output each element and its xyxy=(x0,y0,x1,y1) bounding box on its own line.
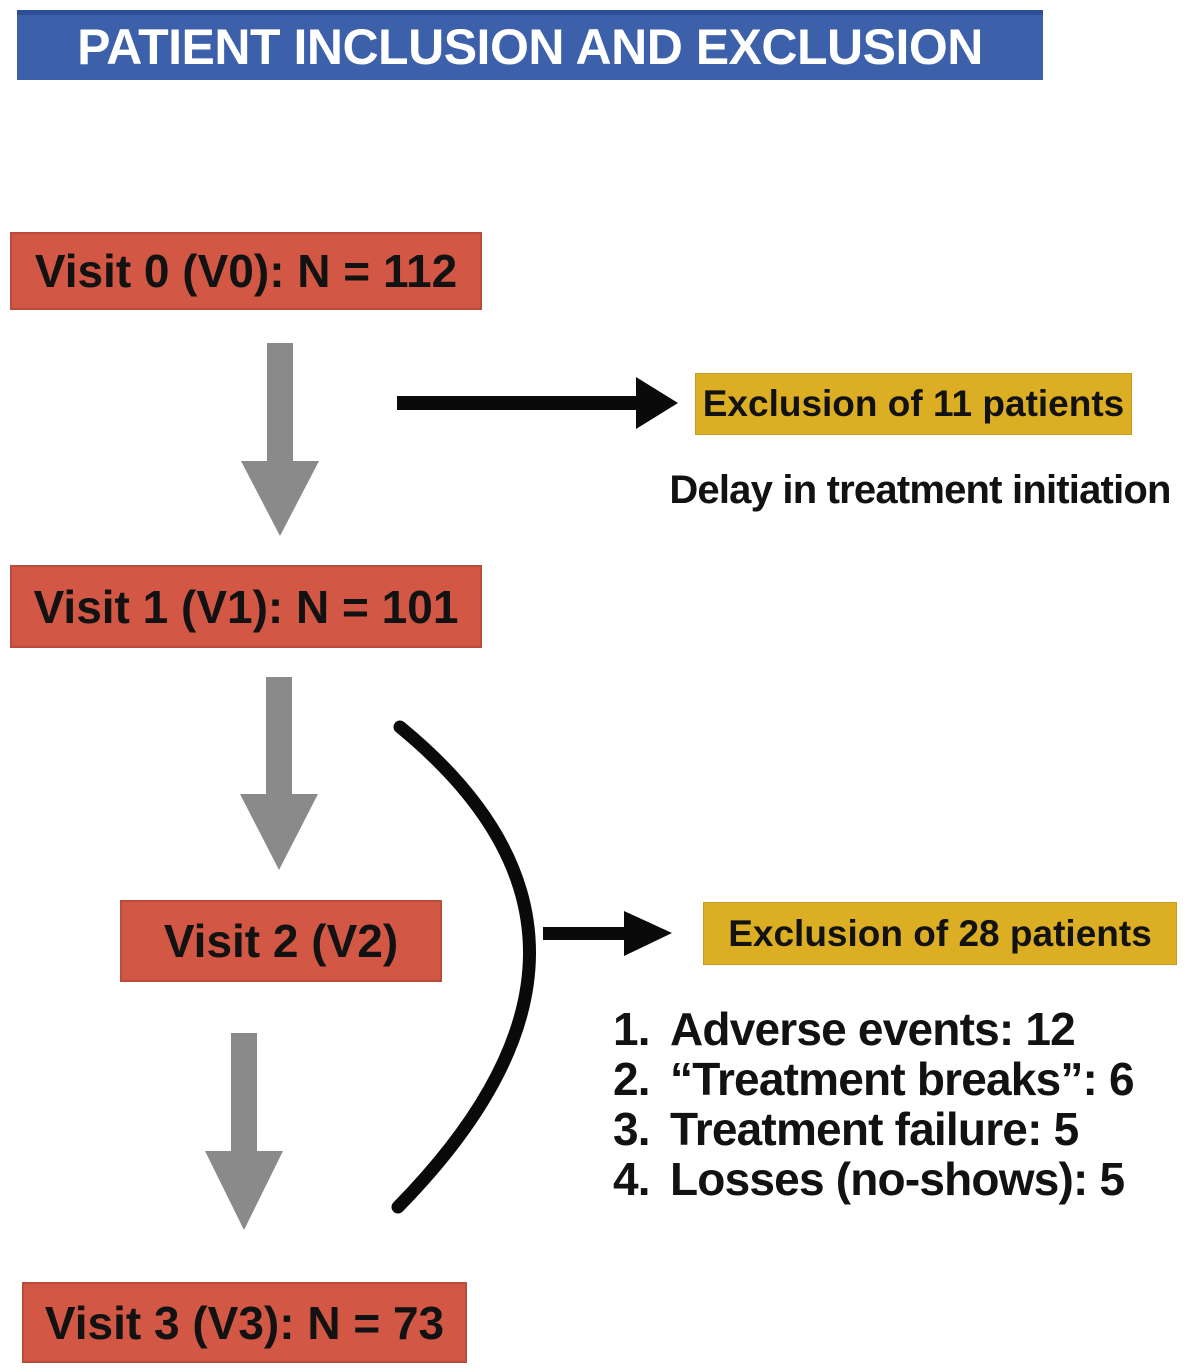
node-visit2-label: Visit 2 (V2) xyxy=(163,915,399,967)
exclusion2-label: Exclusion of 28 patients xyxy=(728,912,1152,954)
list-item-text: Treatment failure: 5 xyxy=(670,1103,1079,1155)
v2-bypass-arc-icon xyxy=(391,720,536,1214)
list-item: 4. Losses (no-shows): 5 xyxy=(613,1154,1200,1204)
node-visit1-label: Visit 1 (V1): N = 101 xyxy=(33,580,459,633)
node-visit3-label: Visit 3 (V3): N = 73 xyxy=(44,1296,445,1349)
v0-v1-down-arrow-icon xyxy=(241,343,319,536)
node-visit0-label: Visit 0 (V0): N = 112 xyxy=(34,245,458,297)
list-item: 3. Treatment failure: 5 xyxy=(613,1104,1200,1154)
node-visit1: Visit 1 (V1): N = 101 xyxy=(10,565,482,648)
list-item-text: “Treatment breaks”: 6 xyxy=(670,1053,1135,1105)
list-item-number: 4. xyxy=(613,1153,651,1205)
exclusion2-reason-list: 1. Adverse events: 12 2. “Treatment brea… xyxy=(613,1004,1200,1204)
list-item-text: Adverse events: 12 xyxy=(670,1003,1076,1055)
exclusion1-reason: Delay in treatment initiation xyxy=(669,468,1171,512)
page-title: PATIENT INCLUSION AND EXCLUSION xyxy=(77,19,983,75)
title-banner: PATIENT INCLUSION AND EXCLUSION xyxy=(17,10,1043,80)
node-visit0: Visit 0 (V0): N = 112 xyxy=(10,232,482,310)
list-item: 1. Adverse events: 12 xyxy=(613,1004,1200,1054)
node-visit2: Visit 2 (V2) xyxy=(120,900,442,982)
node-visit3: Visit 3 (V3): N = 73 xyxy=(22,1282,467,1363)
exclusion2-box: Exclusion of 28 patients xyxy=(703,902,1177,965)
exclusion2-right-arrow-icon xyxy=(543,911,672,956)
exclusion1-right-arrow-icon xyxy=(397,377,678,429)
exclusion1-box: Exclusion of 11 patients xyxy=(695,373,1132,435)
list-item-number: 3. xyxy=(613,1103,651,1155)
exclusion1-label: Exclusion of 11 patients xyxy=(702,383,1125,424)
list-item-text: Losses (no-shows): 5 xyxy=(670,1153,1125,1205)
v1-v2-down-arrow-icon xyxy=(240,677,318,870)
list-item-number: 1. xyxy=(613,1003,651,1055)
v2-v3-down-arrow-icon xyxy=(205,1033,283,1230)
list-item-number: 2. xyxy=(613,1053,651,1105)
list-item: 2. “Treatment breaks”: 6 xyxy=(613,1054,1200,1104)
